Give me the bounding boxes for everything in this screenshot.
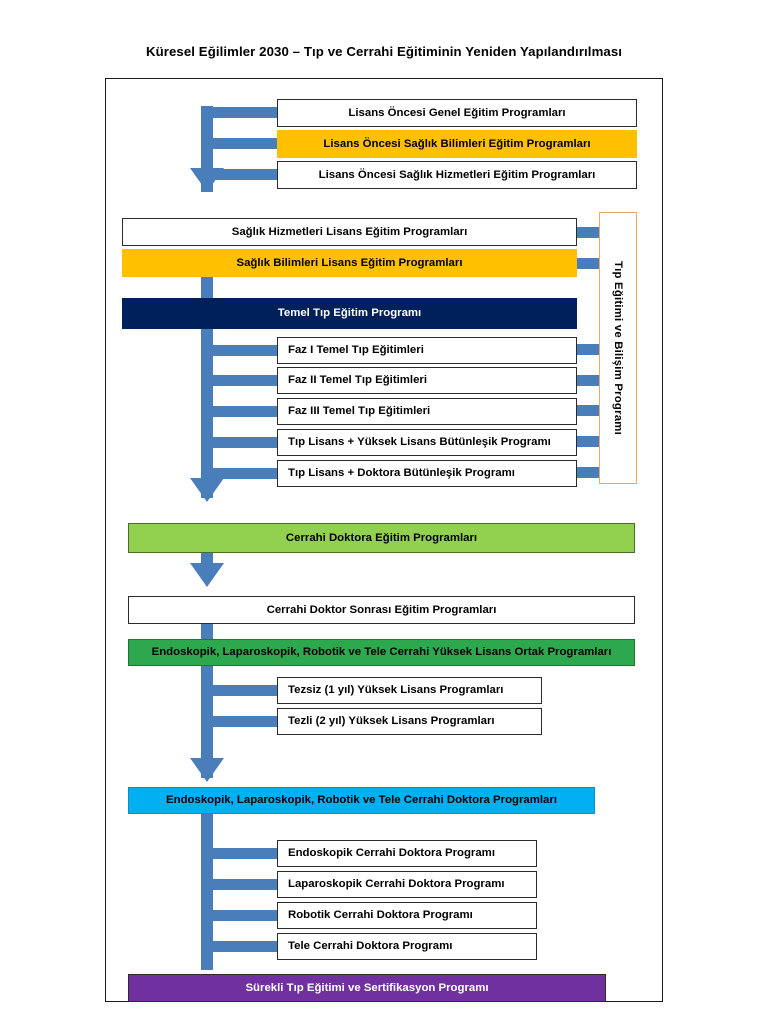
- connector-branch-2e: [201, 468, 285, 479]
- node-label: Lisans Öncesi Sağlık Bilimleri Eğitim Pr…: [323, 137, 591, 150]
- connector-branch-2a: [201, 345, 285, 356]
- connector-side-feed-5: [574, 405, 602, 416]
- node-label: Tezli (2 yıl) Yüksek Lisans Programları: [288, 715, 495, 728]
- node-label: Cerrahi Doktora Eğitim Programları: [285, 531, 478, 544]
- node-masters-non-thesis[interactable]: Tezsiz (1 yıl) Yüksek Lisans Programları: [277, 677, 542, 704]
- connector-side-feed-2: [574, 258, 602, 269]
- node-pre-undergrad-health-services[interactable]: Lisans Öncesi Sağlık Hizmetleri Eğitim P…: [277, 161, 637, 189]
- connector-branch-6d: [201, 941, 285, 952]
- connector-branch-1a: [201, 107, 285, 118]
- connector-side-feed-6: [574, 436, 602, 447]
- node-md-phd-integrated[interactable]: Tıp Lisans + Doktora Bütünleşik Programı: [277, 460, 577, 487]
- connector-branch-6b: [201, 879, 285, 890]
- connector-side-feed-3: [574, 344, 602, 355]
- connector-side-feed-7: [574, 467, 602, 478]
- connector-branch-2c: [201, 406, 285, 417]
- node-label: Sağlık Hizmetleri Lisans Eğitim Programl…: [231, 225, 468, 238]
- connector-branch-2b: [201, 375, 285, 386]
- side-box-label: Tıp Eğitimi ve Bilişim Programı: [612, 261, 624, 435]
- node-md-masters-integrated[interactable]: Tıp Lisans + Yüksek Lisans Bütünleşik Pr…: [277, 429, 577, 456]
- connector-branch-5b: [201, 716, 285, 727]
- connector-branch-1c: [201, 169, 285, 180]
- node-label: Sürekli Tıp Eğitimi ve Sertifikasyon Pro…: [245, 981, 489, 994]
- node-label: Temel Tıp Eğitim Programı: [277, 307, 422, 320]
- page-title: Küresel Eğilimler 2030 – Tıp ve Cerrahi …: [145, 44, 623, 59]
- connector-branch-6c: [201, 910, 285, 921]
- node-label: Faz III Temel Tıp Eğitimleri: [288, 405, 431, 418]
- arrowhead-3: [190, 563, 224, 587]
- connector-branch-5a: [201, 685, 285, 696]
- connector-side-feed-4: [574, 375, 602, 386]
- node-undergrad-health-services[interactable]: Sağlık Hizmetleri Lisans Eğitim Programl…: [122, 218, 577, 246]
- node-laparoscopic-doctorate[interactable]: Laparoskopik Cerrahi Doktora Programı: [277, 871, 537, 898]
- node-label: Lisans Öncesi Genel Eğitim Programları: [348, 106, 566, 119]
- node-label: Faz I Temel Tıp Eğitimleri: [288, 344, 424, 357]
- node-label: Faz II Temel Tıp Eğitimleri: [288, 374, 428, 387]
- node-label: Tezsiz (1 yıl) Yüksek Lisans Programları: [288, 684, 504, 697]
- node-surgical-doctorate-programs[interactable]: Cerrahi Doktora Eğitim Programları: [128, 523, 635, 553]
- node-label: Endoskopik Cerrahi Doktora Programı: [288, 847, 495, 860]
- node-phase-2[interactable]: Faz II Temel Tıp Eğitimleri: [277, 367, 577, 394]
- connector-trunk-4: [201, 624, 213, 641]
- node-label: Laparoskopik Cerrahi Doktora Programı: [288, 878, 505, 891]
- node-basic-medical-program[interactable]: Temel Tıp Eğitim Programı: [122, 298, 577, 329]
- node-label: Tele Cerrahi Doktora Programı: [288, 940, 453, 953]
- node-label: Endoskopik, Laparoskopik, Robotik ve Tel…: [151, 646, 612, 659]
- node-phase-3[interactable]: Faz III Temel Tıp Eğitimleri: [277, 398, 577, 425]
- node-label: Robotik Cerrahi Doktora Programı: [288, 909, 473, 922]
- node-continuing-medical-education[interactable]: Sürekli Tıp Eğitimi ve Sertifikasyon Pro…: [128, 974, 606, 1002]
- connector-branch-2d: [201, 437, 285, 448]
- node-label: Tıp Lisans + Doktora Bütünleşik Programı: [288, 467, 515, 480]
- node-endoscopic-doctorate[interactable]: Endoskopik Cerrahi Doktora Programı: [277, 840, 537, 867]
- connector-branch-6a: [201, 848, 285, 859]
- node-label: Tıp Lisans + Yüksek Lisans Bütünleşik Pr…: [288, 436, 551, 449]
- arrowhead-4: [190, 758, 224, 782]
- connector-side-feed-1: [574, 227, 602, 238]
- node-label: Sağlık Bilimleri Lisans Eğitim Programla…: [236, 256, 463, 269]
- node-telesurgery-doctorate[interactable]: Tele Cerrahi Doktora Programı: [277, 933, 537, 960]
- node-label: Lisans Öncesi Sağlık Hizmetleri Eğitim P…: [318, 168, 596, 181]
- node-pre-undergrad-health-sciences[interactable]: Lisans Öncesi Sağlık Bilimleri Eğitim Pr…: [277, 130, 637, 158]
- arrowhead-2: [190, 478, 224, 502]
- node-label: Endoskopik, Laparoskopik, Robotik ve Tel…: [166, 794, 557, 807]
- node-surgical-masters-joint-programs[interactable]: Endoskopik, Laparoskopik, Robotik ve Tel…: [128, 639, 635, 666]
- node-undergrad-health-sciences[interactable]: Sağlık Bilimleri Lisans Eğitim Programla…: [122, 249, 577, 277]
- node-pre-undergrad-general[interactable]: Lisans Öncesi Genel Eğitim Programları: [277, 99, 637, 127]
- connector-branch-1b: [201, 138, 285, 149]
- node-masters-with-thesis[interactable]: Tezli (2 yıl) Yüksek Lisans Programları: [277, 708, 542, 735]
- node-surgical-doctorate-joint-programs[interactable]: Endoskopik, Laparoskopik, Robotik ve Tel…: [128, 787, 595, 814]
- node-robotic-doctorate[interactable]: Robotik Cerrahi Doktora Programı: [277, 902, 537, 929]
- node-phase-1[interactable]: Faz I Temel Tıp Eğitimleri: [277, 337, 577, 364]
- node-medical-education-informatics-program[interactable]: Tıp Eğitimi ve Bilişim Programı: [599, 212, 637, 484]
- node-post-doctor-programs[interactable]: Cerrahi Doktor Sonrası Eğitim Programlar…: [128, 596, 635, 624]
- node-label: Cerrahi Doktor Sonrası Eğitim Programlar…: [266, 603, 497, 616]
